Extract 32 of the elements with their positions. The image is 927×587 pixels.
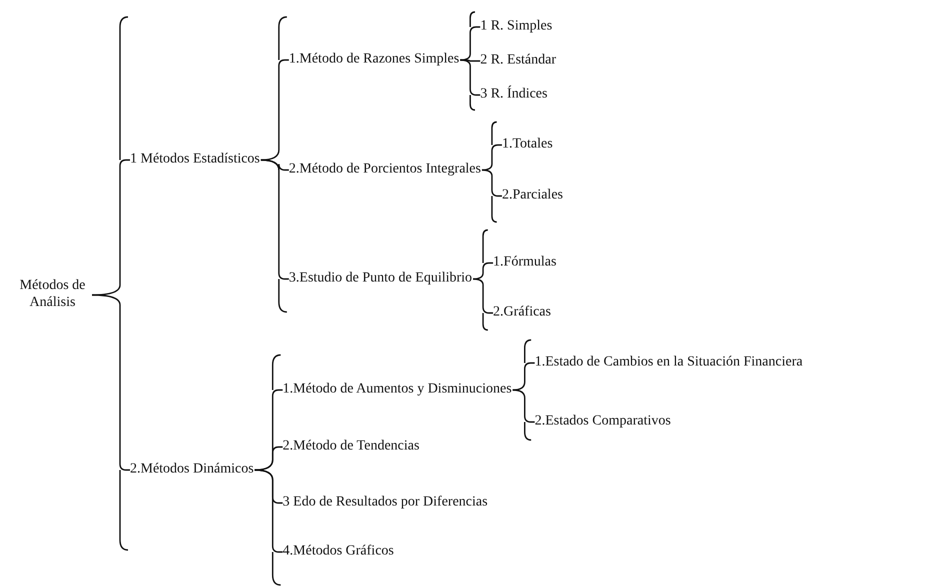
brace-branch (460, 59, 480, 96)
tree-item: 2.Parciales (502, 188, 564, 204)
tree-item: 3 R. Índices (480, 86, 548, 104)
tree-item: 2.Método de Tendencias (282, 438, 420, 456)
tree-item: 1.Método de Aumentos y Disminuciones (282, 382, 513, 398)
tree-item: 2.Gráficas (493, 304, 552, 322)
tree-item: 2.Estados Comparativos (534, 414, 672, 430)
brace-branch (254, 469, 283, 553)
tree-item: 1.Fórmulas (493, 254, 558, 272)
tree-item: 1.Totales (502, 136, 554, 154)
brace-branch (460, 26, 480, 61)
tree-item: 2 R. Estándar (480, 52, 558, 70)
brace-branch (92, 294, 130, 471)
tree-item: 3.Estudio de Punto de Equilibrio (288, 270, 474, 288)
tree-item: Métodos de Análisis (14, 278, 92, 312)
brace-branch (482, 144, 502, 171)
brace-branch (473, 278, 494, 314)
tree-item: 1.Método de Razones Simples (288, 52, 460, 68)
brace-branch (260, 159, 289, 280)
tree-item: 2.Método de Porcientos Integrales (288, 162, 482, 178)
brace-branch (260, 59, 289, 161)
tree-item: 2.Métodos Dinámicos (130, 462, 255, 478)
tree-item: 1.Estado de Cambios en la Situación Financiera (534, 354, 805, 372)
brace-branch (512, 389, 535, 423)
tree-item: 4.Métodos Gráficos (282, 544, 395, 560)
tree-item: 3 Edo de Resultados por Diferencias (282, 494, 489, 512)
brace-branch (473, 262, 494, 280)
tree-item: 1 Métodos Estadísticos (130, 152, 261, 168)
brace-branch (254, 446, 283, 471)
brace-branch (512, 362, 535, 391)
tree-item: 1 R. Simples (480, 18, 554, 36)
brace-branch (482, 169, 502, 197)
